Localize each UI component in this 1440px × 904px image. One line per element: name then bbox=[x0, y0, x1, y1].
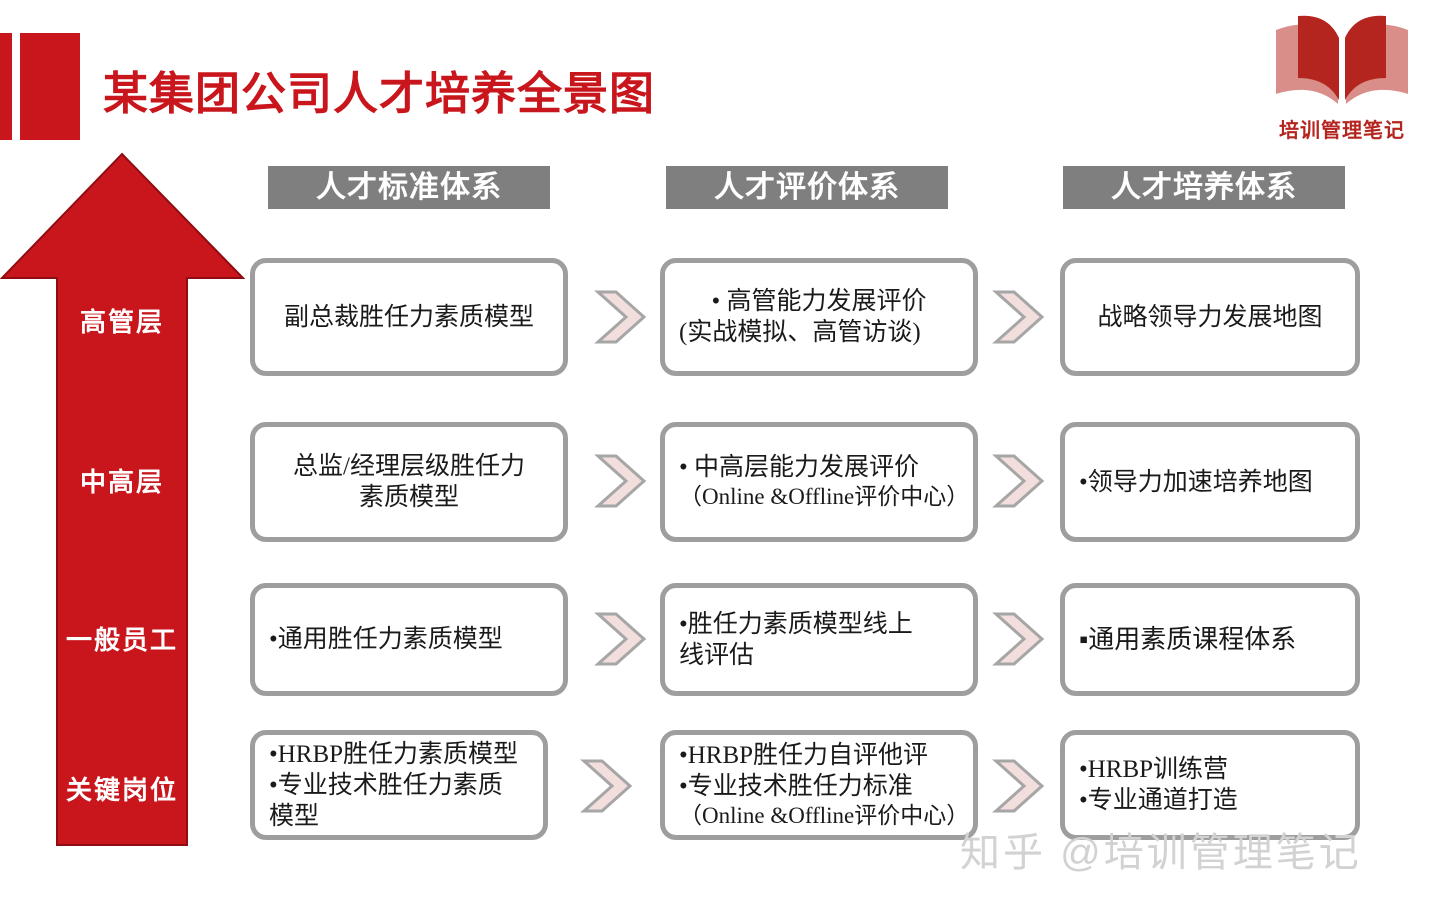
chevron-r1c1-to-r1c2 bbox=[592, 286, 648, 348]
chevron-r4c2-to-r4c3 bbox=[990, 755, 1046, 817]
level-label-2: 一般员工 bbox=[65, 625, 178, 655]
card-line: •HRBP胜任力素质模型 bbox=[269, 740, 519, 768]
card-line: •通用胜任力素质模型 bbox=[269, 626, 503, 653]
page-title: 某集团公司人才培养全景图 bbox=[103, 68, 656, 119]
card-line: •专业通道打造 bbox=[1079, 787, 1238, 814]
card-line: （Online &Offline评价中心） bbox=[679, 484, 970, 510]
level-label-3: 关键岗位 bbox=[65, 775, 178, 805]
card-line: 素质模型 bbox=[358, 484, 459, 511]
card-line: ▪通用素质课程体系 bbox=[1079, 624, 1297, 655]
card-line: 模型 bbox=[269, 802, 320, 830]
card-line: •领导力加速培养地图 bbox=[1079, 468, 1313, 496]
card-r1c2[interactable]: • 高管能力发展评价 (实战模拟、高管访谈) bbox=[660, 258, 978, 376]
card-r3c2[interactable]: •胜任力素质模型线上 线评估 bbox=[660, 583, 978, 696]
card-r2c2[interactable]: • 中高层能力发展评价 （Online &Offline评价中心） bbox=[660, 422, 978, 542]
card-line: •HRBP训练营 bbox=[1079, 756, 1229, 783]
card-line: (实战模拟、高管访谈) bbox=[679, 319, 921, 346]
card-r3c3[interactable]: ▪通用素质课程体系 bbox=[1060, 583, 1360, 696]
title-accent-bar-thin bbox=[0, 33, 12, 140]
card-r1c1[interactable]: 副总裁胜任力素质模型 bbox=[250, 258, 568, 376]
card-line: 线评估 bbox=[679, 641, 755, 669]
logo-caption: 培训管理笔记 bbox=[1279, 120, 1405, 142]
card-r4c2[interactable]: •HRBP胜任力自评他评 •专业技术胜任力标准 （Online &Offline… bbox=[660, 730, 978, 840]
card-r4c1[interactable]: •HRBP胜任力素质模型 •专业技术胜任力素质 模型 bbox=[250, 730, 548, 840]
card-line: 总监/经理层级胜任力 bbox=[293, 453, 525, 480]
chevron-r4c1-to-r4c2 bbox=[578, 755, 634, 817]
card-r4c3[interactable]: •HRBP训练营 •专业通道打造 bbox=[1060, 730, 1360, 840]
column-header-evaluation: 人才评价体系 bbox=[666, 166, 948, 209]
card-line: •胜任力素质模型线上 bbox=[679, 610, 913, 638]
chevron-r2c2-to-r2c3 bbox=[990, 450, 1046, 512]
card-r2c1[interactable]: 总监/经理层级胜任力 素质模型 bbox=[250, 422, 568, 542]
title-accent-bar-thick bbox=[20, 33, 80, 140]
card-line: • 高管能力发展评价 bbox=[711, 288, 927, 315]
card-line: •专业技术胜任力素质 bbox=[269, 771, 503, 799]
watermark: 知乎 @培训管理笔记 bbox=[960, 831, 1362, 875]
card-line: （Online &Offline评价中心） bbox=[679, 802, 970, 828]
card-r1c3[interactable]: 战略领导力发展地图 bbox=[1060, 258, 1360, 376]
open-book-icon bbox=[1276, 15, 1408, 105]
column-header-development: 人才培养体系 bbox=[1063, 166, 1345, 209]
chevron-r3c2-to-r3c3 bbox=[990, 608, 1046, 670]
chevron-r2c1-to-r2c2 bbox=[592, 450, 648, 512]
open-book-logo: 培训管理笔记 bbox=[1262, 8, 1422, 148]
card-r2c3[interactable]: •领导力加速培养地图 bbox=[1060, 422, 1360, 542]
card-line: •HRBP胜任力自评他评 bbox=[679, 741, 929, 769]
card-line: 副总裁胜任力素质模型 bbox=[283, 303, 534, 331]
card-line: •专业技术胜任力标准 bbox=[679, 772, 913, 800]
level-arrow: 高管层 中高层 一般员工 关键岗位 bbox=[0, 150, 246, 850]
card-line: • 中高层能力发展评价 bbox=[679, 454, 920, 482]
chevron-r3c1-to-r3c2 bbox=[592, 608, 648, 670]
card-r3c1[interactable]: •通用胜任力素质模型 bbox=[250, 583, 568, 696]
level-label-0: 高管层 bbox=[79, 307, 164, 337]
column-header-standards: 人才标准体系 bbox=[268, 166, 550, 209]
chevron-r1c2-to-r1c3 bbox=[990, 286, 1046, 348]
up-arrow-icon bbox=[0, 152, 246, 846]
card-line: 战略领导力发展地图 bbox=[1097, 303, 1323, 331]
level-label-1: 中高层 bbox=[79, 467, 164, 497]
